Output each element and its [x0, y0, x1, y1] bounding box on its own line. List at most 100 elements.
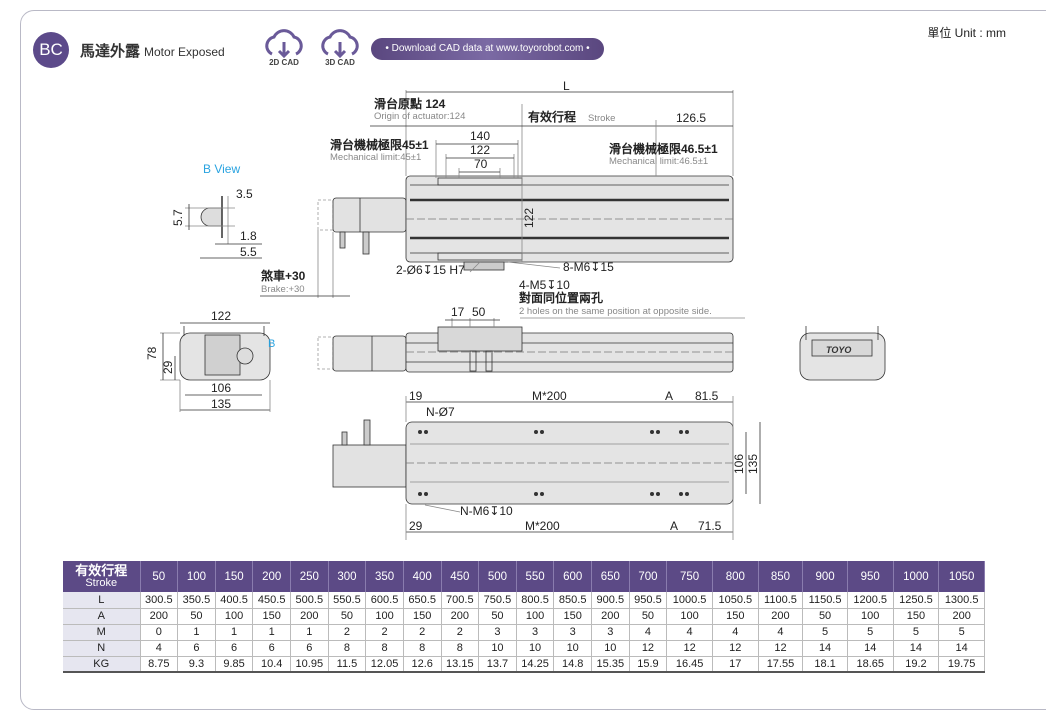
dim-m200-bottom: M*200	[525, 519, 560, 533]
table-cell: 8	[365, 640, 404, 657]
bottom-view	[332, 396, 761, 540]
dim-5-5: 5.5	[240, 245, 257, 259]
table-cell: 13.7	[478, 656, 517, 673]
table-cell: 3	[591, 624, 630, 641]
cad-3d-label: 3D CAD	[325, 58, 355, 67]
download-cad-link[interactable]: • Download CAD data at www.toyorobot.com…	[371, 38, 604, 60]
dim-126-5: 126.5	[676, 111, 706, 125]
table-cell: 10	[591, 640, 630, 657]
table-cell: 200	[140, 608, 179, 625]
mech-limit-right: 滑台機械極限46.5±1	[609, 141, 718, 156]
pin-hole-label: 2-Ø6↧15 H7	[396, 263, 465, 277]
end-view	[160, 322, 271, 412]
dim-70: 70	[474, 157, 488, 171]
toyo-logo: TOYO	[826, 345, 851, 355]
stroke-value: 500	[478, 561, 517, 592]
table-cell: 50	[802, 608, 848, 625]
stroke-value: 900	[802, 561, 848, 592]
side-view	[317, 317, 745, 373]
table-cell: 1050.5	[712, 592, 759, 609]
stroke-header-en: Stroke	[85, 576, 118, 589]
series-badge: BC	[33, 32, 69, 68]
table-cell: 8	[403, 640, 442, 657]
table-cell: 1	[177, 624, 216, 641]
table-cell: 200	[591, 608, 630, 625]
dim-1-8: 1.8	[240, 229, 257, 243]
dim-106-v: 106	[732, 454, 746, 474]
cad-3d-button[interactable]: 3D CAD	[317, 28, 363, 67]
table-cell: 2	[365, 624, 404, 641]
stroke-value: 300	[328, 561, 367, 592]
table-cell: 12	[712, 640, 759, 657]
dim-50: 50	[472, 305, 486, 319]
dim-3-5: 3.5	[236, 187, 253, 201]
stroke-value: 700	[629, 561, 668, 592]
table-cell: 15.35	[591, 656, 630, 673]
stroke-value: 200	[252, 561, 291, 592]
table-cell: 10	[516, 640, 555, 657]
table-cell: 19.2	[893, 656, 940, 673]
mech-limit-left: 滑台機械極限45±1	[330, 137, 429, 152]
table-cell: 10	[553, 640, 592, 657]
table-cell: 200	[441, 608, 480, 625]
table-cell: 100	[516, 608, 555, 625]
table-cell: 600.5	[365, 592, 404, 609]
table-cell: 1100.5	[758, 592, 804, 609]
stroke-value: 100	[177, 561, 216, 592]
table-cell: 19.75	[938, 656, 985, 673]
table-cell: 10	[478, 640, 517, 657]
table-cell: 3	[478, 624, 517, 641]
table-cell: 16.45	[666, 656, 713, 673]
table-cell: 2	[328, 624, 367, 641]
brake-label: 煞車+30	[261, 268, 306, 283]
table-cell: 4	[666, 624, 713, 641]
origin-label: 滑台原點 124	[374, 96, 446, 111]
table-cell: 17	[712, 656, 759, 673]
cad-2d-button[interactable]: 2D CAD	[261, 28, 307, 67]
table-cell: 6	[252, 640, 291, 657]
table-cell: 4	[629, 624, 668, 641]
table-cell: 900.5	[591, 592, 630, 609]
table-cell: 6	[177, 640, 216, 657]
table-cell: 100	[847, 608, 894, 625]
table-cell: 18.1	[802, 656, 848, 673]
table-cell: 10.95	[290, 656, 329, 673]
stroke-value: 950	[847, 561, 894, 592]
origin-label-en: Origin of actuator:124	[374, 111, 465, 122]
stroke-value: 350	[365, 561, 404, 592]
b-view	[185, 196, 262, 259]
table-cell: 6	[215, 640, 254, 657]
right-end-view: TOYO	[799, 326, 886, 381]
table-cell: 700.5	[441, 592, 480, 609]
table-cell: 0	[140, 624, 179, 641]
row-label: M	[63, 624, 141, 641]
table-cell: 4	[140, 640, 179, 657]
table-cell: 8	[328, 640, 367, 657]
table-cell: 1150.5	[802, 592, 848, 609]
b-marker: B	[268, 338, 275, 350]
table-cell: 18.65	[847, 656, 894, 673]
dim-140: 140	[470, 129, 490, 143]
row-label: KG	[63, 656, 141, 673]
dim-a-top: A	[665, 389, 673, 403]
table-cell: 50	[478, 608, 517, 625]
table-cell: 150	[252, 608, 291, 625]
table-cell: 550.5	[328, 592, 367, 609]
dim-a-bottom: A	[670, 519, 678, 533]
table-cell: 11.5	[328, 656, 367, 673]
cad-2d-label: 2D CAD	[269, 58, 299, 67]
m5-note: 對面同位置兩孔	[519, 290, 603, 305]
b-view-label: B View	[203, 162, 240, 176]
table-cell: 800.5	[516, 592, 555, 609]
dim-78: 78	[145, 346, 159, 360]
table-cell: 50	[629, 608, 668, 625]
dim-71-5: 71.5	[698, 519, 722, 533]
table-cell: 4	[758, 624, 804, 641]
table-cell: 1	[215, 624, 254, 641]
dim-81-5: 81.5	[695, 389, 719, 403]
m6-hole-label: 8-M6↧15	[563, 260, 614, 274]
dim-end-122: 122	[211, 309, 231, 323]
